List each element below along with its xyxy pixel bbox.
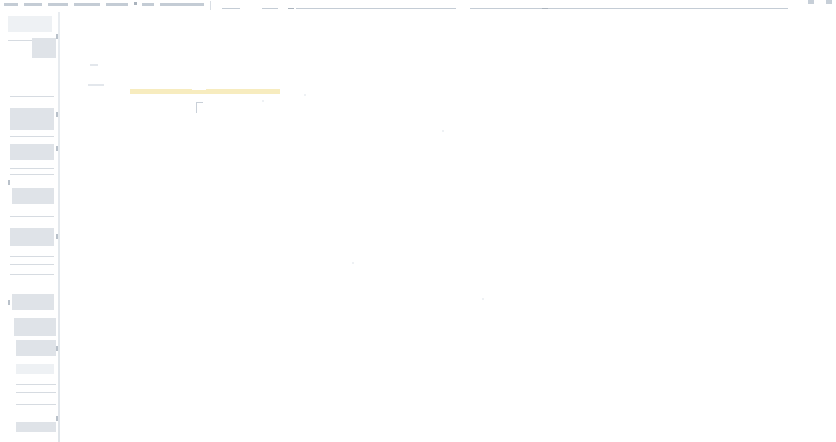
page-number-marker — [56, 346, 58, 351]
breadcrumb — [90, 64, 98, 66]
page-thumbnail[interactable] — [32, 38, 56, 58]
sidebar-divider — [10, 96, 54, 97]
page-thumbnail[interactable] — [14, 318, 56, 336]
highlighted-text[interactable] — [130, 89, 280, 94]
secondary-field[interactable] — [470, 8, 788, 9]
page-thumbnail-sidebar — [0, 12, 62, 442]
text-cursor-icon — [196, 102, 203, 113]
page-number-marker — [56, 234, 58, 239]
canvas-marker — [442, 130, 444, 132]
zoom-field[interactable] — [262, 8, 278, 9]
menu-item-tools[interactable] — [142, 3, 154, 6]
page-thumbnail[interactable] — [12, 188, 54, 204]
menu-item-format[interactable] — [106, 3, 128, 6]
sidebar-divider — [10, 136, 54, 137]
page-thumbnail[interactable] — [16, 422, 56, 432]
sidebar-divider — [10, 174, 54, 175]
toolbar — [0, 0, 836, 12]
page-number-marker — [8, 300, 10, 305]
page-number-marker — [56, 34, 58, 39]
sidebar-divider — [16, 392, 56, 393]
document-canvas[interactable] — [62, 12, 836, 442]
canvas-marker — [482, 298, 484, 300]
page-number-marker — [56, 146, 58, 151]
page-number-marker — [56, 416, 58, 421]
sidebar-header — [8, 16, 52, 32]
toolbar-separator-icon — [134, 2, 137, 5]
page-number-marker — [8, 180, 10, 185]
menu-item-edit[interactable] — [24, 3, 42, 6]
breadcrumb — [88, 84, 104, 86]
chevron-down-icon[interactable] — [288, 4, 294, 9]
address-bar[interactable] — [296, 8, 456, 9]
canvas-marker — [352, 262, 354, 264]
page-thumbnail[interactable] — [10, 144, 54, 160]
menu-item-view[interactable] — [48, 3, 68, 6]
sidebar-divider — [10, 264, 54, 265]
canvas-marker — [262, 100, 264, 102]
page-number-marker — [56, 112, 58, 117]
window-control-icon[interactable] — [808, 0, 814, 4]
search-input[interactable] — [222, 8, 240, 9]
sidebar-scrollbar[interactable] — [58, 12, 60, 442]
close-icon[interactable] — [826, 0, 832, 4]
page-thumbnail[interactable] — [10, 108, 54, 130]
toolbar-divider — [210, 1, 211, 10]
page-thumbnail[interactable] — [10, 228, 54, 246]
page-thumbnail[interactable] — [12, 294, 54, 310]
highlight-handle[interactable] — [192, 88, 206, 90]
sidebar-divider — [16, 404, 56, 405]
page-thumbnail[interactable] — [16, 340, 56, 356]
sidebar-divider — [10, 216, 54, 217]
sidebar-divider — [10, 256, 54, 257]
sidebar-divider — [10, 168, 54, 169]
menu-item-file[interactable] — [4, 3, 18, 6]
page-thumbnail[interactable] — [16, 364, 54, 374]
sidebar-divider — [16, 384, 56, 385]
dropdown-icon[interactable] — [542, 4, 548, 9]
sidebar-divider — [10, 274, 54, 275]
menu-item-insert[interactable] — [74, 3, 100, 6]
canvas-marker — [304, 94, 306, 96]
menu-item-help[interactable] — [160, 3, 204, 6]
